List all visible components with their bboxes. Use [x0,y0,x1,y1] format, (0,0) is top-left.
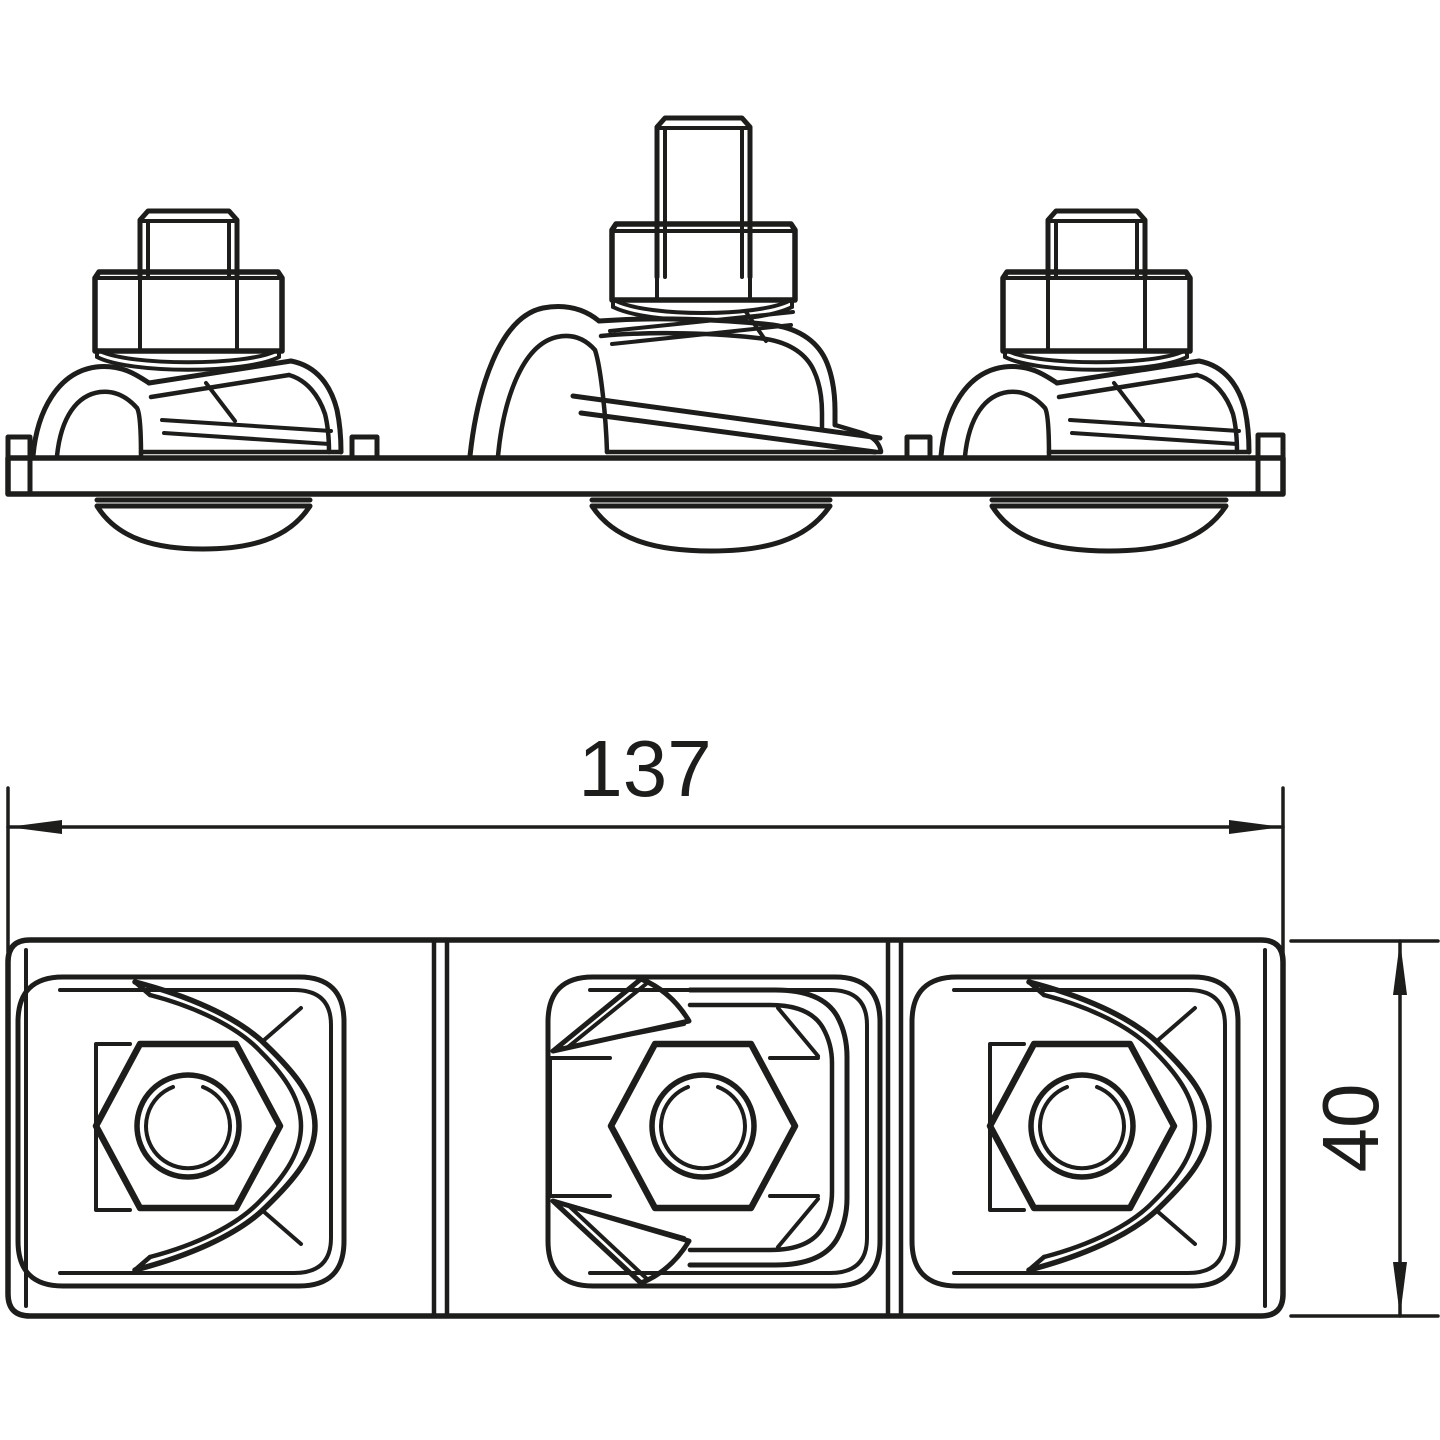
bolt-hole [134,1072,242,1180]
thread-stub [137,208,240,280]
hex-nut-top [607,1040,799,1212]
bolt-hole [1028,1072,1136,1180]
plan-view [5,937,1286,1319]
saddle-clamp [30,358,344,459]
spring-washer [95,349,281,372]
dimension-height: 40 [1289,939,1440,1318]
bolt-hole-inner [659,1085,747,1171]
saddle-clamp [938,358,1252,459]
busbar [5,432,1286,497]
arrowhead-bottom-icon [1393,1262,1407,1316]
strap-band-inner [687,1002,835,1253]
strap-outer [1026,979,1212,1273]
bolt-hole [649,1072,757,1180]
thread-stub-detail [138,219,239,279]
clamp-cell-middle [545,974,883,1289]
strap-tips [1026,979,1047,1273]
extension-lines [6,786,1285,967]
dome-washers [94,497,1229,554]
section-dividers [431,937,904,1319]
hex-nut [1000,269,1193,354]
recess-outline [15,974,347,1289]
spring-washer [1003,349,1189,372]
strap-end-tab [904,434,933,461]
bolt-assembly-left [30,208,380,461]
thread-stub [1045,208,1148,280]
clamp-cell-right [909,974,1241,1289]
arrowhead-left-icon [8,820,62,834]
saddle-clamp [467,304,884,459]
strap-crossings [776,1006,820,1249]
strap-tips [132,979,153,1273]
hex-nut [609,221,798,303]
base-plate [5,937,1286,1319]
recess-inner-line [58,988,333,1275]
bolt-hole-inner [1038,1085,1126,1171]
side-elevation-view [5,115,1286,554]
hex-nut-facets [1001,276,1192,353]
strap-inner [1041,992,1198,1260]
thread-shaft [654,115,753,280]
recess-outline [545,974,883,1289]
bolt-assembly-right [938,208,1252,459]
hex-nut-top [986,1040,1178,1212]
clamp-cell-left [15,974,347,1289]
strap-band-outer [687,987,850,1268]
extension-lines [1289,939,1440,1318]
height-dimension-label: 40 [1306,1084,1395,1173]
strap-end-tab [349,434,380,461]
dome-left [94,497,313,552]
dome-middle [589,497,833,554]
hex-nut-facets [93,276,284,353]
strap-outer [132,979,318,1273]
plate-edge-lines [24,948,1267,1308]
hex-nut [92,269,285,354]
recess-inner-line [588,988,869,1275]
strap-flares [550,976,692,1286]
arrowhead-right-icon [1229,820,1283,834]
hex-nut-facets [610,229,797,302]
hex-nut-top [92,1040,284,1212]
strap-crossings [1155,1006,1197,1246]
busbar-left-tab [5,434,33,497]
strap-crossings [261,1006,303,1246]
thread-shaft-detail [655,126,752,279]
busbar-right-tab [1255,432,1286,497]
thread-stub-detail [1046,219,1147,279]
square-pocket [548,1056,820,1198]
dome-right [989,497,1229,554]
strap-flare-inner [566,982,686,1280]
dimension-width: 137 [6,724,1285,967]
bolt-hole-inner [144,1085,232,1171]
recess-outline [909,974,1241,1289]
width-dimension-label: 137 [578,724,711,813]
arrowhead-top-icon [1393,941,1407,995]
strap-inner [147,992,304,1260]
bolt-assembly-middle [467,115,933,461]
recess-inner-line [952,988,1227,1275]
